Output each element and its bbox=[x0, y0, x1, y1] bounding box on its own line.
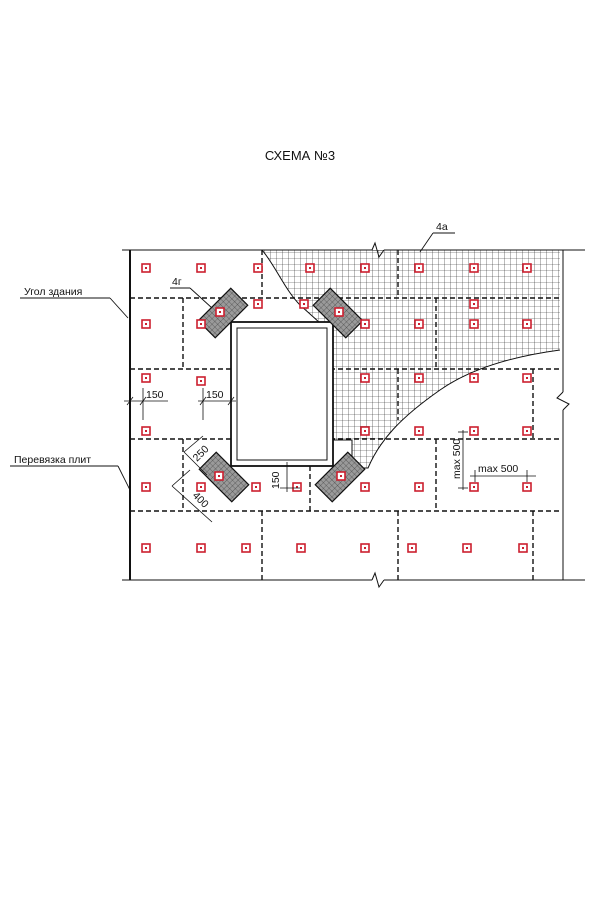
anchor-marker bbox=[141, 482, 151, 492]
anchor-marker bbox=[253, 299, 263, 309]
anchor-marker bbox=[469, 319, 479, 329]
mesh-callout-label: 4а bbox=[436, 221, 448, 233]
anchor-marker bbox=[518, 543, 528, 553]
corner-label: Угол здания bbox=[24, 286, 82, 298]
anchor-marker bbox=[469, 482, 479, 492]
anchor-marker bbox=[522, 482, 532, 492]
anchor-marker bbox=[462, 543, 472, 553]
anchor-marker bbox=[469, 299, 479, 309]
anchor-marker bbox=[299, 299, 309, 309]
anchor-marker bbox=[522, 263, 532, 273]
anchor-marker bbox=[215, 307, 225, 317]
anchor-marker bbox=[196, 319, 206, 329]
diagonal-reinforcement-bottom-left bbox=[198, 451, 250, 503]
scheme-title: СХЕМА №3 bbox=[265, 148, 335, 163]
anchor-marker bbox=[360, 426, 370, 436]
anchor-marker bbox=[141, 426, 151, 436]
anchor-marker bbox=[360, 482, 370, 492]
dim-max-vertical: max 500 bbox=[451, 439, 463, 479]
slab-bond-label: Перевязка плит bbox=[14, 454, 91, 466]
dim-edge-150-b: 150 bbox=[206, 389, 224, 401]
anchor-marker bbox=[292, 482, 302, 492]
anchor-marker bbox=[522, 426, 532, 436]
leader-lines bbox=[10, 232, 455, 491]
anchor-marker bbox=[522, 319, 532, 329]
anchor-marker bbox=[241, 543, 251, 553]
dim-max-horizontal: max 500 bbox=[478, 463, 518, 475]
anchor-marker bbox=[414, 482, 424, 492]
anchor-marker bbox=[334, 307, 344, 317]
anchor-marker bbox=[360, 263, 370, 273]
dim-diag-400: 400 bbox=[190, 490, 211, 511]
anchor-marker bbox=[253, 263, 263, 273]
dim-opening-150: 150 bbox=[270, 471, 282, 489]
dim-edge-150-a: 150 bbox=[146, 389, 164, 401]
anchor-marker bbox=[214, 471, 224, 481]
anchor-marker bbox=[196, 482, 206, 492]
anchor-marker bbox=[414, 426, 424, 436]
anchor-marker bbox=[522, 373, 532, 383]
anchor-marker bbox=[196, 543, 206, 553]
anchor-marker bbox=[251, 482, 261, 492]
anchor-marker bbox=[360, 373, 370, 383]
anchor-marker bbox=[414, 373, 424, 383]
anchor-marker bbox=[196, 376, 206, 386]
anchor-group bbox=[141, 263, 532, 553]
anchor-marker bbox=[407, 543, 417, 553]
anchor-marker bbox=[141, 543, 151, 553]
anchor-marker bbox=[469, 263, 479, 273]
anchor-marker bbox=[196, 263, 206, 273]
anchor-marker bbox=[296, 543, 306, 553]
wall-outline bbox=[122, 241, 585, 589]
dimension-lines bbox=[124, 388, 536, 523]
window-opening bbox=[230, 321, 334, 467]
anchor-marker bbox=[141, 373, 151, 383]
anchor-marker bbox=[469, 373, 479, 383]
anchor-marker bbox=[141, 263, 151, 273]
anchor-marker bbox=[469, 426, 479, 436]
anchor-marker bbox=[336, 471, 346, 481]
anchor-marker bbox=[141, 319, 151, 329]
diagonal-callout-label: 4г bbox=[172, 276, 182, 288]
anchor-marker bbox=[414, 319, 424, 329]
anchor-marker bbox=[360, 319, 370, 329]
anchor-marker bbox=[305, 263, 315, 273]
anchor-marker bbox=[360, 543, 370, 553]
anchor-marker bbox=[414, 263, 424, 273]
